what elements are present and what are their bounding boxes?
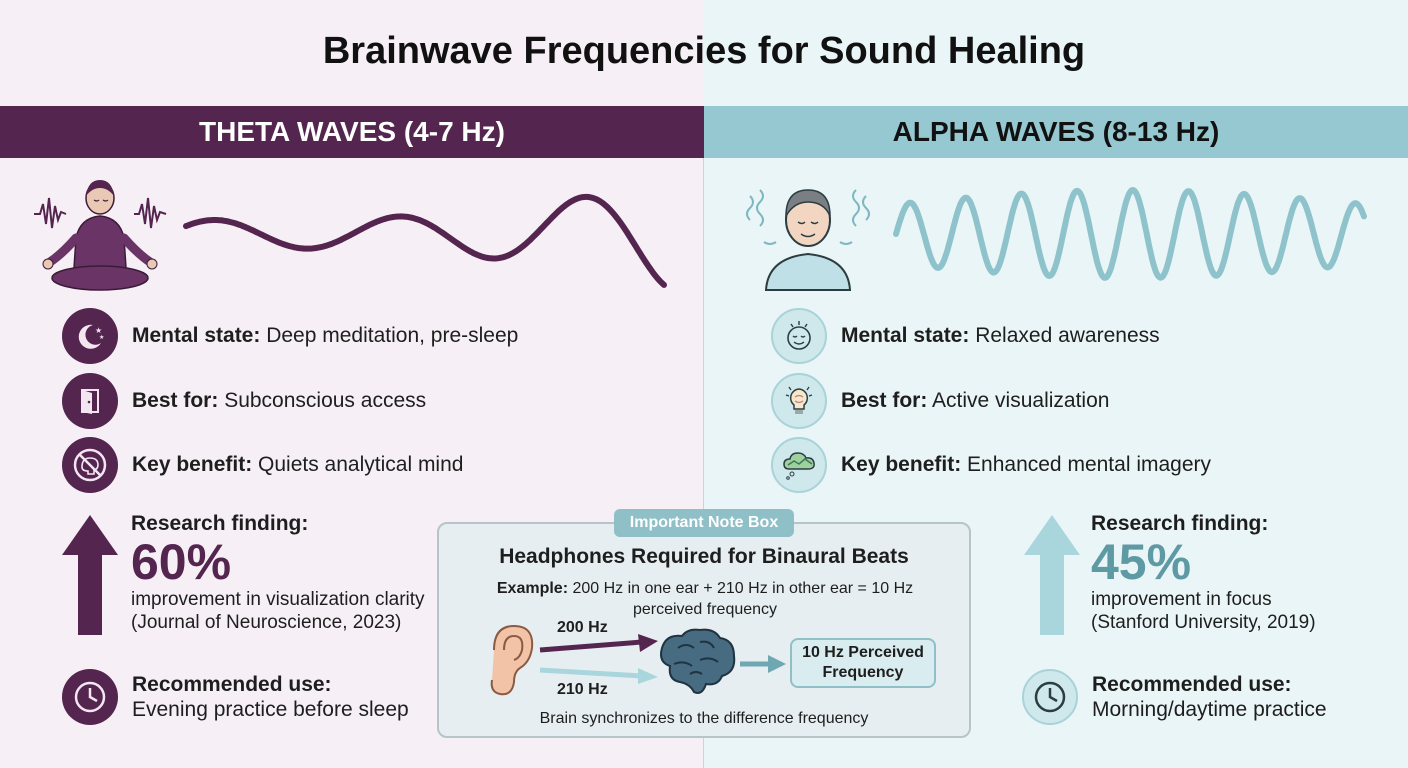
clock-icon <box>1022 669 1078 725</box>
alpha-mental-state-row: Mental state: Relaxed awareness <box>771 308 1160 364</box>
alpha-recommended-label: Recommended use: <box>1092 673 1292 696</box>
theta-recommended-value: Evening practice before sleep <box>132 698 409 721</box>
theta-key-benefit-row: Key benefit: Quiets analytical mind <box>62 437 463 493</box>
theta-recommended-label: Recommended use: <box>132 673 332 696</box>
theta-research: Research finding: 60% improvement in vis… <box>131 512 425 634</box>
alpha-research-source: (Stanford University, 2019) <box>1091 612 1316 633</box>
theta-recommended: Recommended use: Evening practice before… <box>62 669 409 725</box>
svg-text:★: ★ <box>99 334 104 341</box>
svg-text:★: ★ <box>95 326 102 335</box>
theta-wave-line <box>183 193 667 288</box>
alpha-wave-line <box>893 187 1367 281</box>
alpha-best-for-label: Best for: <box>841 389 928 412</box>
theta-best-for-row: Best for: Subconscious access <box>62 373 426 429</box>
panel-divider <box>703 158 704 768</box>
alpha-research-desc: improvement in focus <box>1091 589 1272 610</box>
clock-icon <box>62 669 118 725</box>
theta-research-percent: 60% <box>131 534 232 590</box>
alpha-best-for-row: Best for: Active visualization <box>771 373 1109 429</box>
theta-best-for-value: Subconscious access <box>224 389 427 412</box>
alpha-research: Research finding: 45% improvement in foc… <box>1091 512 1316 634</box>
relaxed-person-icon <box>746 189 870 291</box>
theta-up-arrow-icon <box>62 515 118 635</box>
result-arrow-icon <box>740 655 786 673</box>
note-footer: Brain synchronizes to the difference fre… <box>539 710 869 727</box>
meditating-person-icon <box>34 180 167 291</box>
theta-mental-state-value: Deep meditation, pre-sleep <box>266 324 519 347</box>
alpha-research-label: Research finding: <box>1091 512 1269 535</box>
thought-cloud-icon <box>771 437 827 493</box>
theta-research-label: Research finding: <box>131 512 309 535</box>
alpha-recommended: Recommended use: Morning/daytime practic… <box>1022 669 1327 725</box>
calm-face-icon <box>771 308 827 364</box>
brain-icon <box>660 628 736 694</box>
alpha-header: ALPHA WAVES (8-13 Hz) <box>704 106 1408 158</box>
note-example: Example: 200 Hz in one ear + 210 Hz in o… <box>460 578 950 620</box>
alpha-key-benefit-value: Enhanced mental imagery <box>967 453 1212 476</box>
tone-a-label: 200 Hz <box>557 619 608 636</box>
note-example-label: Example: <box>496 580 569 597</box>
theta-research-source: (Journal of Neuroscience, 2023) <box>131 612 402 633</box>
perceived-frequency-box: 10 Hz Perceived Frequency <box>790 638 936 688</box>
note-tag: Important Note Box <box>614 509 794 537</box>
theta-mental-state-label: Mental state: <box>132 324 261 347</box>
theta-best-for-label: Best for: <box>132 389 219 412</box>
tone-b-label: 210 Hz <box>557 681 608 698</box>
alpha-key-benefit-label: Key benefit: <box>841 453 962 476</box>
lightbulb-brain-icon <box>771 373 827 429</box>
alpha-recommended-value: Morning/daytime practice <box>1092 698 1327 721</box>
alpha-mental-state-label: Mental state: <box>841 324 970 347</box>
theta-header: THETA WAVES (4-7 Hz) <box>0 106 704 158</box>
moon-stars-icon: ★★ <box>62 308 118 364</box>
theta-key-benefit-value: Quiets analytical mind <box>258 453 464 476</box>
theta-research-desc: improvement in visualization clarity <box>131 589 425 610</box>
open-door-icon <box>62 373 118 429</box>
alpha-best-for-value: Active visualization <box>932 389 1110 412</box>
theta-mental-state-row: ★★ Mental state: Deep meditation, pre-sl… <box>62 308 518 364</box>
tone-arrows <box>539 634 658 684</box>
alpha-key-benefit-row: Key benefit: Enhanced mental imagery <box>771 437 1211 493</box>
alpha-mental-state-value: Relaxed awareness <box>975 324 1160 347</box>
page-title: Brainwave Frequencies for Sound Healing <box>322 30 1086 72</box>
theta-key-benefit-label: Key benefit: <box>132 453 253 476</box>
alpha-research-percent: 45% <box>1091 534 1192 590</box>
no-thinking-icon <box>62 437 118 493</box>
note-example-text: 200 Hz in one ear + 210 Hz in other ear … <box>572 580 914 618</box>
ear-icon <box>490 624 534 696</box>
alpha-up-arrow-icon <box>1024 515 1080 635</box>
note-title: Headphones Required for Binaural Beats <box>499 545 909 568</box>
